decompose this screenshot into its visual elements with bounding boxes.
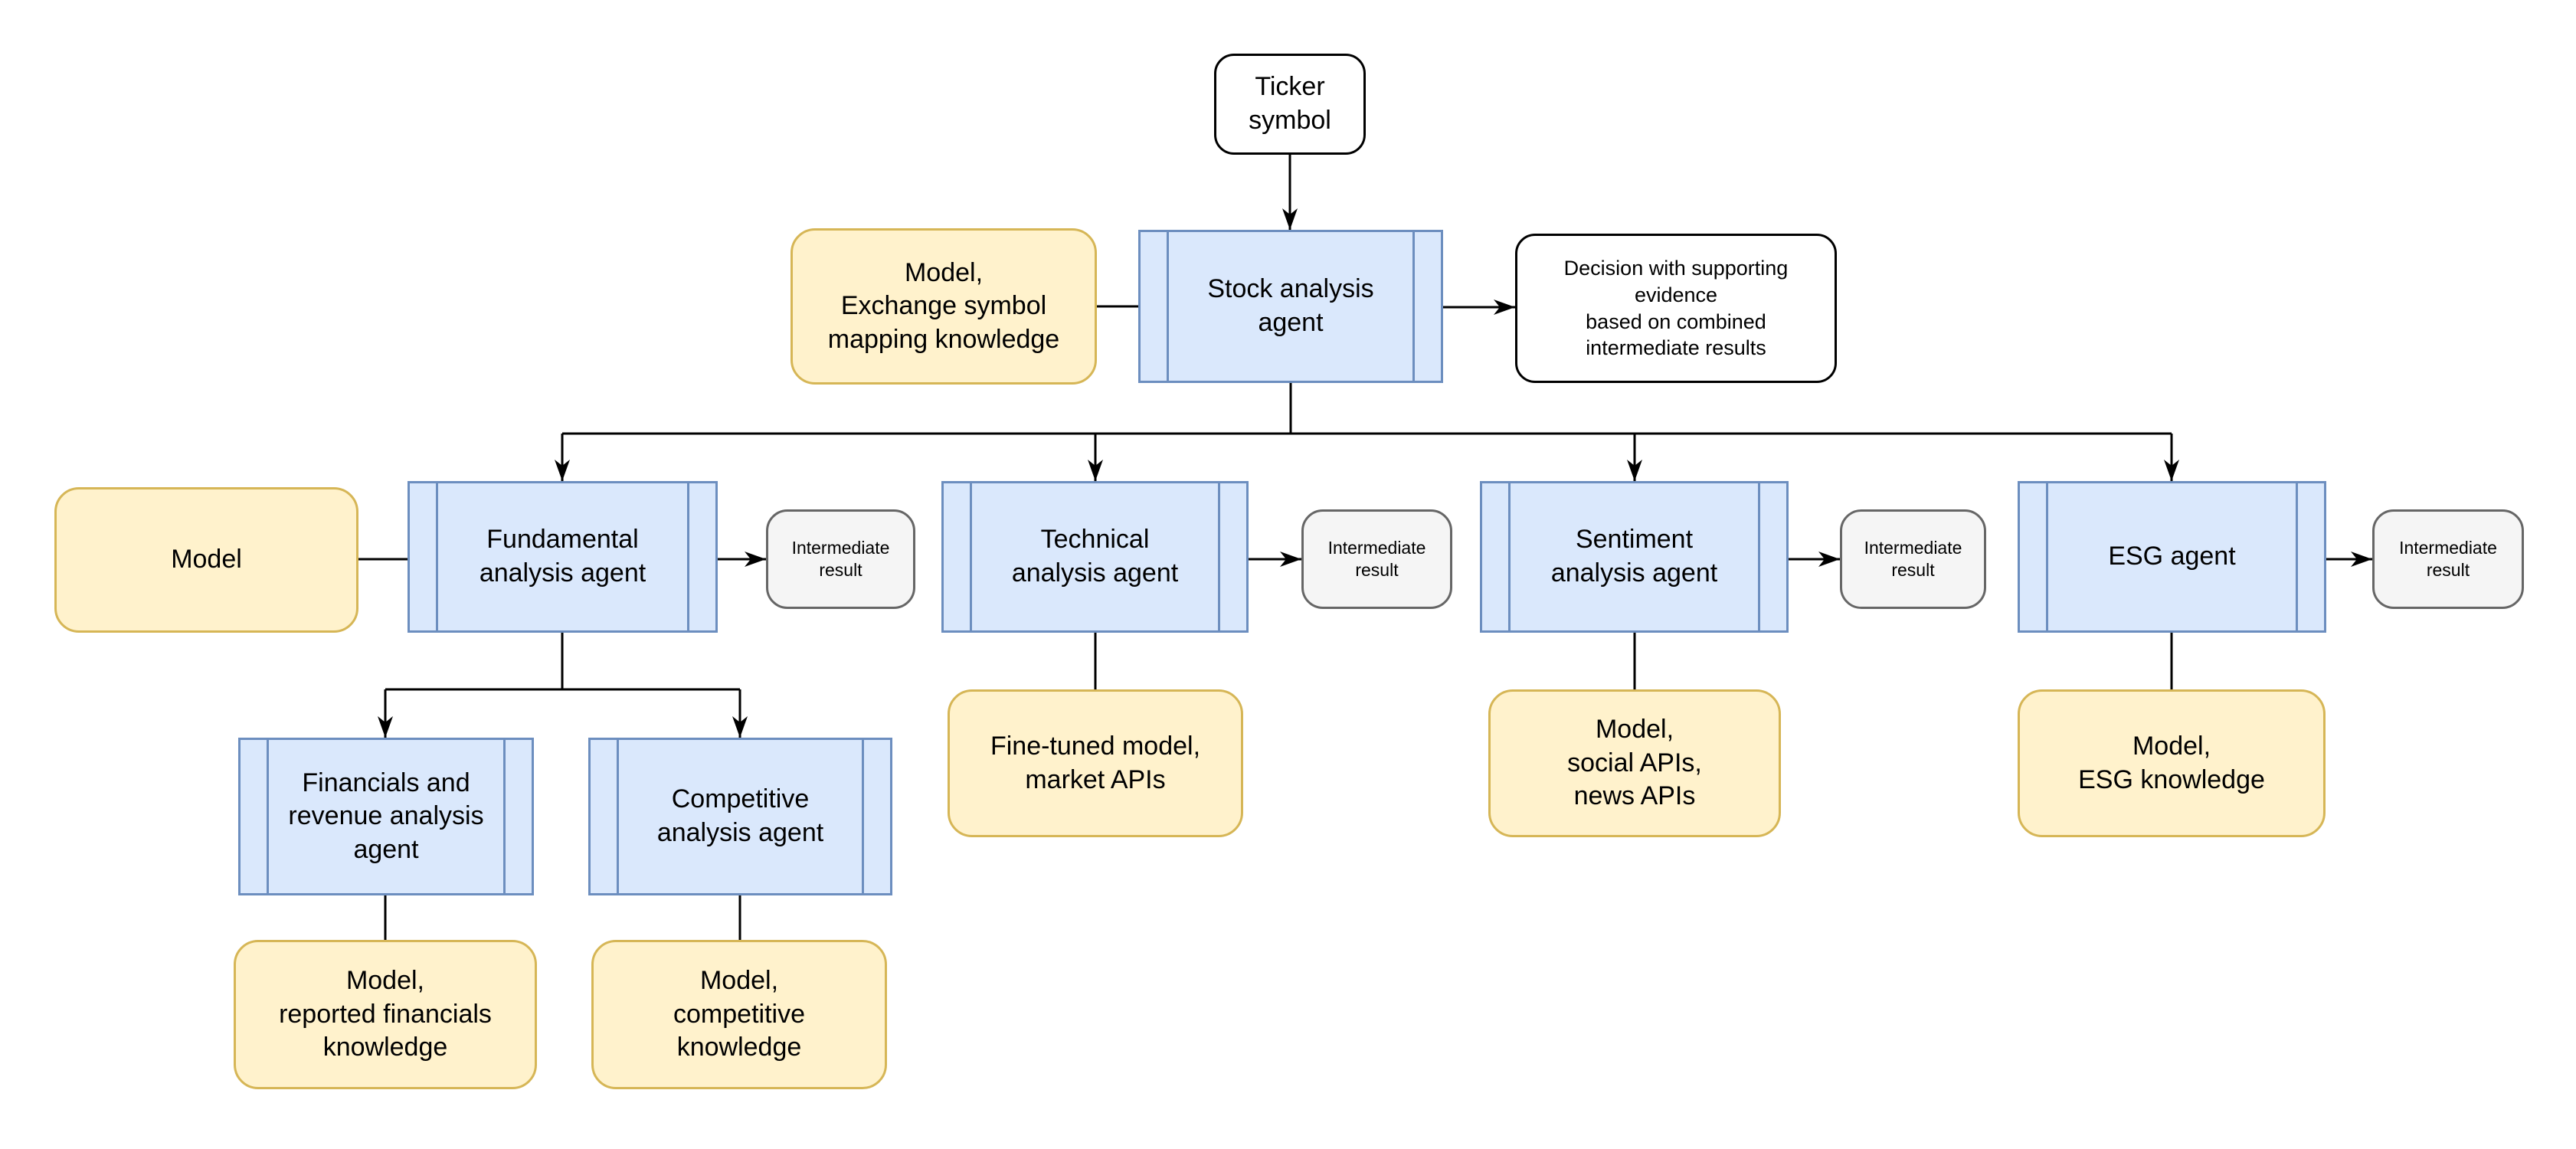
model-competitive-knowledge-label: Model, competitive knowledge xyxy=(673,966,805,1062)
stock-analysis-agent-label: Stock analysis agent xyxy=(1207,274,1374,337)
technical-analysis-agent-node: Technical analysis agent xyxy=(941,481,1249,633)
fundamental-analysis-agent-node: Fundamental analysis agent xyxy=(408,481,718,633)
finetuned-model-label: Fine-tuned model, market APIs xyxy=(990,731,1201,794)
intermediate-result-4-node: Intermediate result xyxy=(2372,509,2524,609)
model-label: Model xyxy=(171,545,242,574)
technical-analysis-agent-label: Technical analysis agent xyxy=(1011,525,1179,588)
sentiment-analysis-agent-label: Sentiment analysis agent xyxy=(1550,525,1718,588)
intermediate-result-3-node: Intermediate result xyxy=(1840,509,1986,609)
decision-output-label: Decision with supporting evidence based … xyxy=(1563,257,1789,360)
model-social-news-node: Model, social APIs, news APIs xyxy=(1488,689,1781,837)
financials-revenue-analysis-agent-node: Financials and revenue analysis agent xyxy=(238,738,534,895)
fundamental-analysis-agent-label: Fundamental analysis agent xyxy=(479,525,646,588)
intermediate-result-4-label: Intermediate result xyxy=(2399,537,2497,580)
model-reported-financials-node: Model, reported financials knowledge xyxy=(234,940,537,1089)
model-competitive-knowledge-node: Model, competitive knowledge xyxy=(591,940,887,1089)
model-esg-knowledge-label: Model, ESG knowledge xyxy=(2078,731,2265,794)
ticker-symbol-label: Ticker symbol xyxy=(1249,72,1331,135)
competitive-analysis-agent-label: Competitive analysis agent xyxy=(656,784,824,847)
model-exchange-knowledge-node: Model, Exchange symbol mapping knowledge xyxy=(790,228,1097,385)
finetuned-model-node: Fine-tuned model, market APIs xyxy=(948,689,1243,837)
ticker-symbol-node: Ticker symbol xyxy=(1214,54,1366,155)
model-exchange-knowledge-label: Model, Exchange symbol mapping knowledge xyxy=(827,257,1060,354)
intermediate-result-1-node: Intermediate result xyxy=(766,509,915,609)
stock-analysis-agent-node: Stock analysis agent xyxy=(1138,230,1443,383)
esg-agent-node: ESG agent xyxy=(2018,481,2326,633)
model-esg-knowledge-node: Model, ESG knowledge xyxy=(2018,689,2326,837)
model-node: Model xyxy=(54,487,358,633)
competitive-analysis-agent-node: Competitive analysis agent xyxy=(588,738,892,895)
model-social-news-label: Model, social APIs, news APIs xyxy=(1567,715,1702,811)
intermediate-result-1-label: Intermediate result xyxy=(791,537,890,580)
model-reported-financials-label: Model, reported financials knowledge xyxy=(279,966,492,1062)
financials-revenue-analysis-agent-label: Financials and revenue analysis agent xyxy=(288,768,484,864)
intermediate-result-2-node: Intermediate result xyxy=(1301,509,1452,609)
intermediate-result-2-label: Intermediate result xyxy=(1327,537,1426,580)
esg-agent-label: ESG agent xyxy=(2108,542,2236,571)
intermediate-result-3-label: Intermediate result xyxy=(1864,537,1962,580)
decision-output-node: Decision with supporting evidence based … xyxy=(1515,234,1837,383)
sentiment-analysis-agent-node: Sentiment analysis agent xyxy=(1480,481,1789,633)
